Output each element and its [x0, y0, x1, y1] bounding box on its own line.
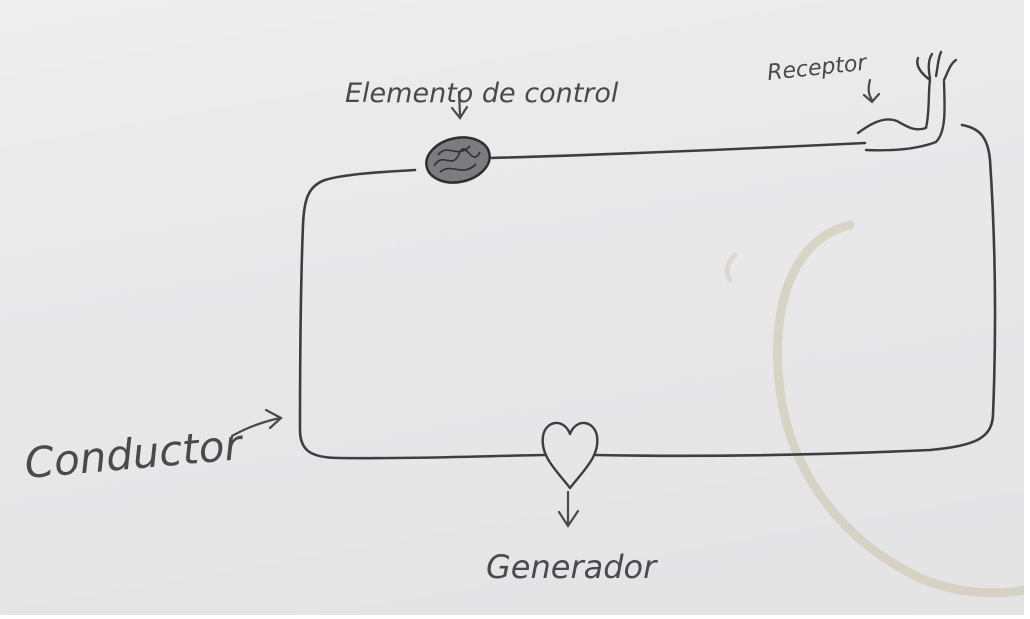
arrow-receptor-icon	[864, 80, 879, 102]
page-edge-right	[1024, 0, 1030, 619]
conductor-wire-bottom	[596, 125, 995, 456]
coffee-stain	[778, 225, 1024, 593]
conductor-wire-left	[300, 170, 545, 458]
conductor-label: Conductor	[23, 420, 247, 488]
generator-heart	[543, 423, 598, 488]
control-element	[422, 132, 494, 188]
conductor-wire	[490, 143, 865, 158]
generator-label: Generador	[486, 548, 658, 586]
receptor-label: Receptor	[766, 50, 870, 85]
arrow-generator-icon	[559, 492, 578, 526]
control-element-label: Elemento de control	[345, 78, 619, 109]
page-edge-bottom	[0, 615, 1030, 619]
coffee-stain-faint	[727, 255, 735, 280]
